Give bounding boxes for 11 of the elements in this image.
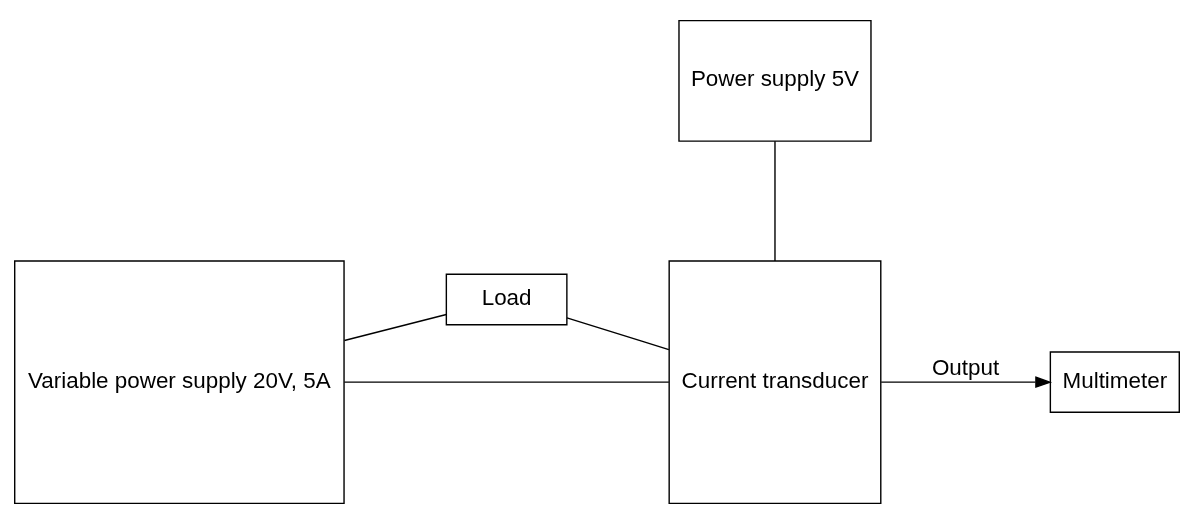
node-box: Current transducer — [668, 260, 882, 505]
node-box: Power supply 5V — [678, 19, 872, 142]
node-box: Variable power supply 20V, 5A — [14, 260, 345, 505]
connector — [566, 317, 670, 351]
edge-label: Output — [931, 354, 1000, 380]
connector — [343, 313, 447, 342]
arrow — [880, 376, 1053, 389]
connector — [774, 140, 776, 262]
connector — [343, 381, 670, 383]
node-box: Multimeter — [1049, 351, 1180, 413]
node-box: Load — [445, 273, 568, 326]
